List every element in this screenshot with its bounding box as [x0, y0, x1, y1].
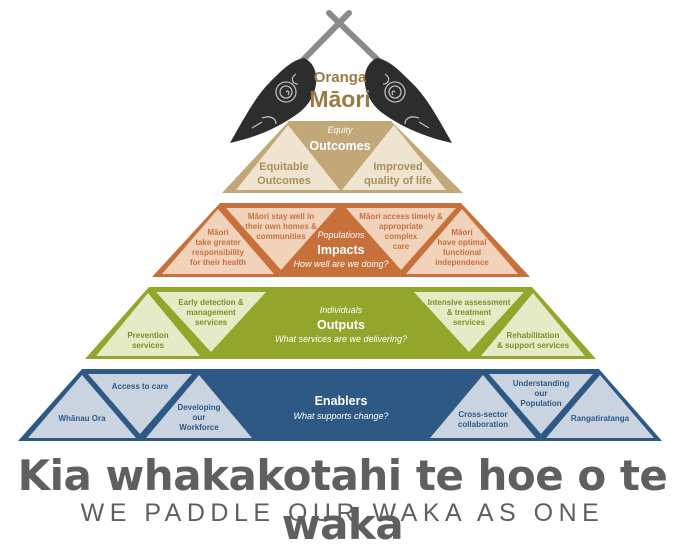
outcomes-left-triangle: [236, 125, 340, 190]
impact-1-line2: take greater: [195, 238, 240, 247]
impact-4-line3: functional: [443, 248, 481, 257]
enablers-title: Enablers: [315, 394, 368, 408]
output-2-line2: management: [186, 308, 236, 317]
outputs-title: Outputs: [317, 318, 365, 332]
outcomes-title: Outcomes: [309, 139, 370, 153]
outcomes-left-line2: Outcomes: [257, 175, 311, 187]
impacts-subtitle: How well are we doing?: [293, 259, 388, 269]
output-1-line1: Prevention: [127, 331, 168, 340]
enabler-6-line1: Rangatiratanga: [571, 414, 630, 423]
enabler-3-line1: Developing: [177, 403, 220, 412]
enablers-subtitle: What supports change?: [293, 411, 388, 421]
tier-outputs: Prevention services Early detection & ma…: [85, 287, 596, 359]
enabler-5-line1: Understanding: [513, 379, 570, 388]
output-4-line1: Rehabilitation: [507, 331, 560, 340]
impacts-title: Impacts: [317, 243, 364, 257]
tier-outcomes: Equity Outcomes Equitable Outcomes Impro…: [222, 121, 463, 193]
outcomes-left-line1: Equitable: [259, 161, 309, 173]
enabler-triangle-3: [146, 375, 252, 438]
enabler-triangle-2: [88, 374, 192, 434]
apex-title-line2: Māori: [309, 86, 370, 112]
enabler-5-line2: our: [535, 389, 548, 398]
left-paddle-blade: [230, 58, 317, 143]
outcomes-right-line2: quality of life: [364, 175, 432, 187]
enabler-triangle-5: [489, 374, 593, 434]
enabler-1-line1: Whānau Ora: [58, 414, 106, 423]
output-3-line2: & treatment: [447, 308, 492, 317]
output-triangle-2: [156, 292, 266, 352]
impact-2-line1: Māori stay well in: [248, 212, 314, 221]
impact-4-line2: have optimal: [438, 238, 487, 247]
motto-english: WE PADDLE OUR WAKA AS ONE: [80, 499, 605, 527]
output-triangle-1: [96, 293, 200, 356]
impact-1-line1: Māori: [207, 228, 228, 237]
enabler-triangle-1: [28, 375, 136, 438]
outcomes-right-line1: Improved: [373, 161, 423, 173]
enabler-4-line1: Cross-sector: [458, 410, 507, 419]
outcomes-caption: Equity: [327, 125, 353, 135]
output-3-line3: services: [453, 318, 486, 327]
impact-triangle-2: [226, 208, 336, 270]
impact-triangle-4: [406, 209, 518, 274]
outcomes-right-triangle: [342, 125, 446, 190]
output-triangle-3: [414, 292, 524, 352]
impact-3-line4: care: [393, 242, 410, 251]
impact-2-line2: their own homes &: [245, 222, 317, 231]
enabler-triangle-4: [430, 375, 536, 438]
enabler-3-line2: our: [193, 413, 206, 422]
impact-2-line3: communities: [256, 232, 306, 241]
impact-triangle-3: [346, 208, 456, 270]
enabler-triangle-6: [546, 375, 654, 438]
right-paddle-blade: [364, 58, 452, 143]
output-2-line3: services: [195, 318, 228, 327]
output-1-line2: services: [132, 341, 165, 350]
impact-3-line2: appropriate: [379, 222, 424, 231]
outputs-caption: Individuals: [320, 305, 363, 315]
impact-1-line4: for their health: [190, 258, 246, 267]
pyramid-diagram: Oranga Māori Equity Outcomes Equitable O…: [18, 10, 662, 441]
tier-impacts: Māori take greater responsibility for th…: [152, 203, 530, 277]
tier-enablers: Whānau Ora Access to care Developing our…: [18, 369, 662, 441]
enabler-4-line2: collaboration: [458, 420, 508, 429]
output-triangle-4: [481, 293, 585, 356]
outputs-subtitle: What services are we delivering?: [275, 334, 407, 344]
impact-3-line3: complex: [385, 232, 418, 241]
enabler-2-line1: Access to care: [112, 382, 169, 391]
impacts-caption: Populations: [317, 230, 365, 240]
impact-3-line1: Māori access timely &: [359, 212, 443, 221]
enabler-5-line3: Population: [520, 399, 561, 408]
impact-4-line4: independence: [435, 258, 489, 267]
apex-title-line1: Oranga: [314, 69, 367, 86]
crossed-paddles-icon: [230, 10, 452, 143]
outcomes-center-triangle: [300, 124, 381, 188]
enabler-3-line3: Workforce: [179, 423, 219, 432]
output-3-line1: Intensive assessment: [428, 298, 511, 307]
impact-4-line1: Māori: [451, 228, 472, 237]
output-4-line2: & support services: [497, 341, 570, 350]
impact-triangle-1: [162, 209, 274, 274]
output-2-line1: Early detection &: [178, 298, 244, 307]
impact-1-line3: responsibility: [192, 248, 245, 257]
